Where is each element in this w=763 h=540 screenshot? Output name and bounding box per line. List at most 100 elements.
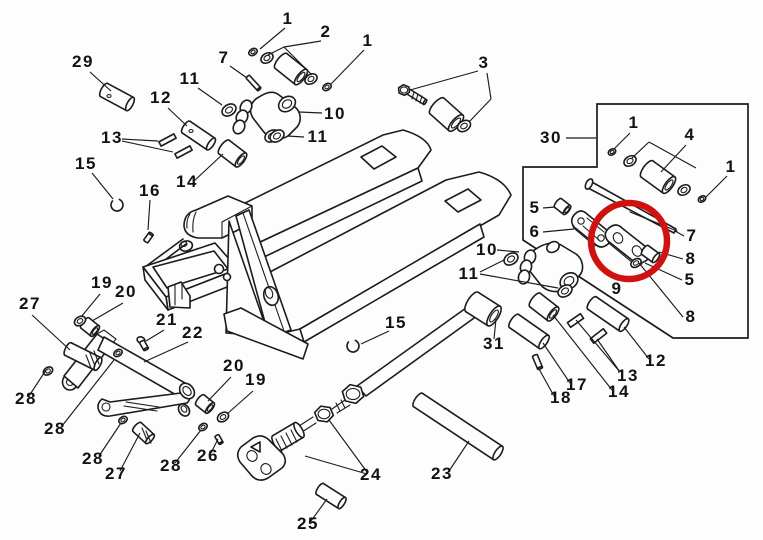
leader-line-7	[674, 230, 685, 237]
highlight-circle	[587, 199, 671, 283]
leader-line-23	[448, 440, 470, 472]
part-seal-2r	[304, 72, 318, 86]
part-pin-27a-ribs	[85, 350, 100, 369]
leader-line-2	[265, 46, 285, 57]
part-label-25: 25	[297, 514, 319, 533]
callout-leaders	[28, 27, 728, 522]
leader-line-4	[630, 141, 650, 160]
part-roller-14	[217, 139, 248, 168]
leader-line-11	[197, 87, 223, 106]
part-label-22: 22	[182, 323, 204, 342]
part-label-20: 20	[115, 282, 137, 301]
part-washer-19a	[73, 315, 87, 327]
part-seal-4l	[623, 154, 637, 168]
leader-line-13	[121, 138, 159, 142]
part-label-7: 7	[219, 48, 230, 67]
part-label-31: 31	[483, 334, 505, 353]
leader-line-12	[623, 326, 650, 360]
part-label-20: 20	[223, 356, 245, 375]
leader-line-7	[229, 65, 248, 79]
part-seal-4r	[677, 183, 691, 197]
leader-line-5	[644, 262, 683, 281]
part-key-13a	[158, 133, 177, 147]
leader-line-29	[89, 71, 112, 92]
leader-line-11	[286, 135, 305, 138]
part-label-8: 8	[686, 249, 697, 268]
part-label-27: 27	[105, 464, 127, 483]
part-label-11: 11	[180, 69, 201, 88]
leader-line-25	[310, 498, 328, 522]
part-washer-1c	[607, 147, 617, 157]
part-clevis-24	[236, 429, 298, 481]
leader-line-3	[468, 98, 492, 123]
leader-line-24	[328, 419, 368, 473]
part-pin-21	[138, 339, 150, 352]
part-bell-crank-22	[61, 329, 196, 417]
leader-line-13	[596, 338, 621, 373]
part-bushing-5	[553, 197, 572, 216]
part-label-10: 10	[476, 240, 498, 259]
leader-line-19	[80, 293, 101, 318]
part-roller-14b	[528, 292, 560, 322]
part-snap-ring-15b	[346, 339, 360, 353]
leader-line-1	[259, 27, 286, 50]
part-washer-28a	[42, 366, 54, 376]
part-label-15: 15	[385, 313, 407, 332]
part-pin-12	[180, 120, 217, 151]
leader-line-17	[542, 342, 571, 384]
leader-line-21	[145, 329, 165, 342]
part-seal-11d	[557, 284, 573, 298]
part-seal-11c	[503, 252, 519, 266]
leader-line-20	[91, 302, 124, 322]
part-bolt-3-head	[397, 83, 411, 97]
part-label-10: 10	[324, 104, 346, 123]
leader-line-15	[360, 330, 390, 345]
part-label-21: 21	[156, 310, 178, 329]
inset-box	[522, 103, 749, 339]
part-washer-5b	[630, 257, 642, 269]
leader-line-20	[207, 376, 232, 402]
leader-line-13	[121, 140, 174, 153]
leader-line-14	[552, 314, 613, 391]
leader-line-10	[298, 111, 323, 114]
part-pin-16	[143, 231, 154, 244]
part-nut-3	[456, 119, 472, 133]
part-label-26: 26	[197, 446, 219, 465]
leader-line-19	[226, 390, 254, 415]
part-label-1: 1	[629, 113, 640, 132]
part-label-1: 1	[363, 31, 374, 50]
part-key-13d	[589, 327, 608, 345]
leader-line-2	[283, 46, 313, 76]
part-label-30: 30	[540, 128, 562, 147]
part-link-31-boss	[464, 291, 502, 327]
part-label-15: 15	[75, 154, 97, 173]
part-label-9: 9	[612, 279, 623, 298]
part-label-28: 28	[160, 456, 182, 475]
part-label-16: 16	[139, 181, 161, 200]
part-label-12: 12	[645, 351, 667, 370]
leader-line-13	[575, 319, 621, 373]
part-label-28: 28	[15, 389, 37, 408]
part-key-13c	[566, 312, 585, 329]
leader-line-4	[648, 141, 697, 169]
leader-line-11	[479, 273, 559, 289]
leader-line-12	[167, 107, 188, 127]
part-label-7: 7	[687, 226, 698, 245]
part-label-18: 18	[550, 388, 572, 407]
part-washer-19b	[216, 411, 230, 423]
leader-line-27	[119, 432, 141, 472]
leader-line-1	[704, 175, 728, 199]
part-label-24: 24	[360, 465, 382, 484]
leader-line-28	[98, 422, 122, 457]
leader-line-26	[210, 438, 219, 454]
part-washer-28d	[198, 422, 208, 432]
part-label-4: 4	[685, 125, 696, 144]
part-snap-ring-15a	[110, 198, 124, 212]
part-pin-12-hole	[188, 128, 194, 134]
part-label-8: 8	[686, 307, 697, 326]
part-pin-7-long	[584, 178, 678, 234]
part-label-28: 28	[82, 449, 104, 468]
part-rod-23	[412, 392, 504, 461]
leader-line-3	[486, 72, 492, 100]
